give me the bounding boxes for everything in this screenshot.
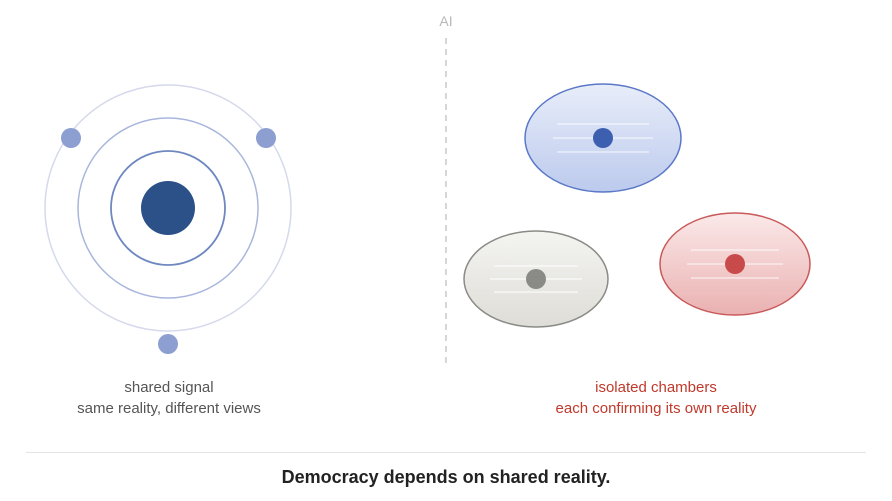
- isolated-chambers-subtitle: each confirming its own reality: [555, 400, 757, 417]
- chamber-blue-dot: [593, 128, 613, 148]
- middle-ring: [77, 117, 259, 299]
- shared-signal-diagram: [44, 84, 292, 354]
- orbit-node-left: [61, 128, 81, 148]
- footer-headline: Democracy depends on shared reality.: [281, 467, 611, 487]
- chamber-blue: [524, 83, 682, 193]
- isolated-chambers-caption: isolated chambers each confirming its ow…: [476, 377, 836, 419]
- chamber-red-dot: [725, 254, 745, 274]
- shared-signal-subtitle: same reality, different views: [77, 400, 261, 417]
- chamber-gray: [463, 230, 609, 328]
- isolated-chambers-title: isolated chambers: [595, 379, 717, 396]
- chamber-gray-dot: [526, 269, 546, 289]
- orbit-node-bottom: [158, 334, 178, 354]
- orbit-node-right: [256, 128, 276, 148]
- shared-signal-title: shared signal: [124, 379, 214, 396]
- outer-ring: [44, 84, 292, 332]
- footer-divider: [26, 452, 866, 453]
- chamber-red: [659, 212, 811, 316]
- shared-signal-caption: shared signal same reality, different vi…: [0, 377, 338, 419]
- core-signal: [141, 181, 195, 235]
- ai-divider-label: AI: [439, 13, 453, 29]
- inner-ring: [110, 150, 226, 266]
